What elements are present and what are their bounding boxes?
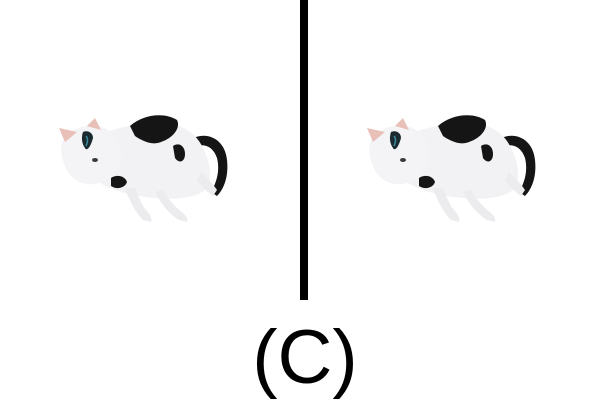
cat-image xyxy=(367,115,536,222)
right-panel xyxy=(308,0,610,300)
left-panel xyxy=(0,0,302,300)
cat-image xyxy=(59,115,228,222)
divider-line xyxy=(300,0,308,300)
figure-caption: (C) xyxy=(252,315,358,400)
